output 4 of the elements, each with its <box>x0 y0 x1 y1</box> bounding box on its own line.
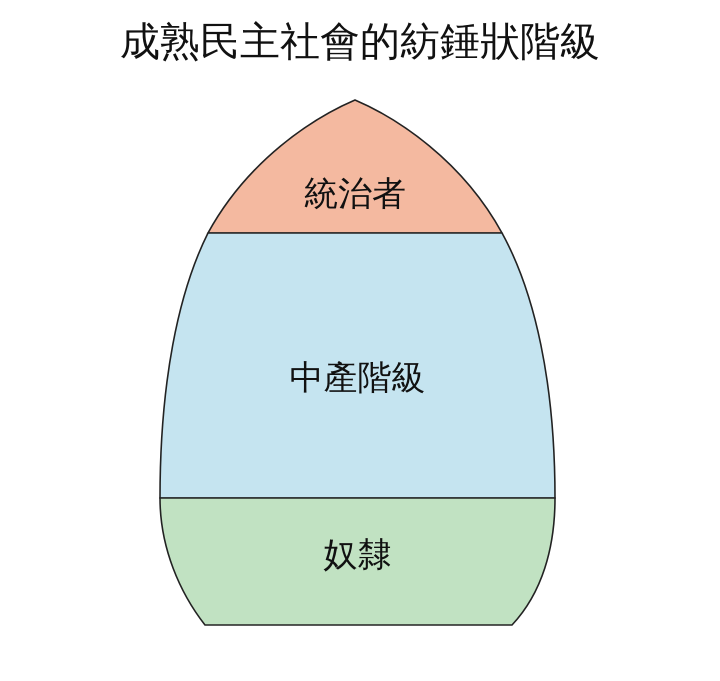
band-label: 中產階級 <box>288 357 426 400</box>
title: 成熟民主社會的紡錘狀階級 <box>119 18 601 67</box>
band-label: 統治者 <box>303 173 407 216</box>
band-label: 奴隸 <box>322 534 392 577</box>
